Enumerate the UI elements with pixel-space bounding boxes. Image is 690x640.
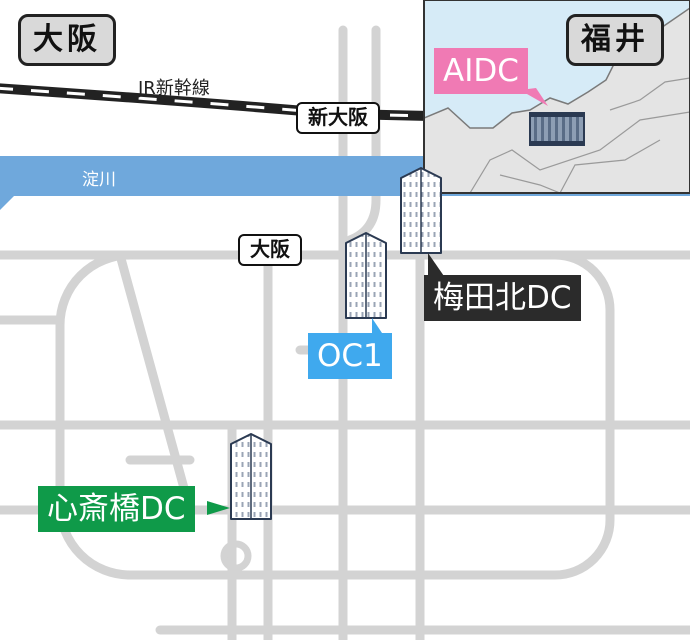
- diagonal-road: [115, 250, 195, 515]
- umeda-kita-callout-pointer: [428, 253, 446, 279]
- station-label-osaka: 大阪: [238, 234, 302, 266]
- railway-label: JR新幹線: [138, 78, 210, 99]
- river-label: 淀川: [82, 170, 116, 190]
- roundabout: [220, 540, 252, 572]
- shinsaibashi-callout-pointer: [207, 501, 230, 515]
- building-shinsaibashi-icon: [230, 433, 272, 520]
- datacenter-tag-shinsaibashi: 心斎橋DC: [38, 486, 195, 532]
- road-network: [0, 25, 690, 640]
- datacenter-tag-umeda-kita: 梅田北DC: [424, 275, 581, 321]
- container-datacenter-icon: [529, 112, 585, 146]
- avenue-vertical-2: [345, 25, 381, 245]
- region-label-osaka: 大阪: [18, 14, 116, 66]
- building-oc1-icon: [345, 232, 387, 319]
- inset-land: [424, 7, 690, 193]
- loop-road: [55, 250, 615, 580]
- region-label-fukui: 福井: [566, 14, 664, 66]
- oc1-callout-pointer: [372, 318, 384, 336]
- datacenter-tag-aidc: AIDC: [434, 48, 528, 94]
- building-umeda-kita-icon: [400, 167, 442, 254]
- datacenter-tag-oc1: OC1: [308, 333, 392, 379]
- inset-border: [423, 0, 690, 194]
- station-label-shin-osaka: 新大阪: [296, 102, 380, 134]
